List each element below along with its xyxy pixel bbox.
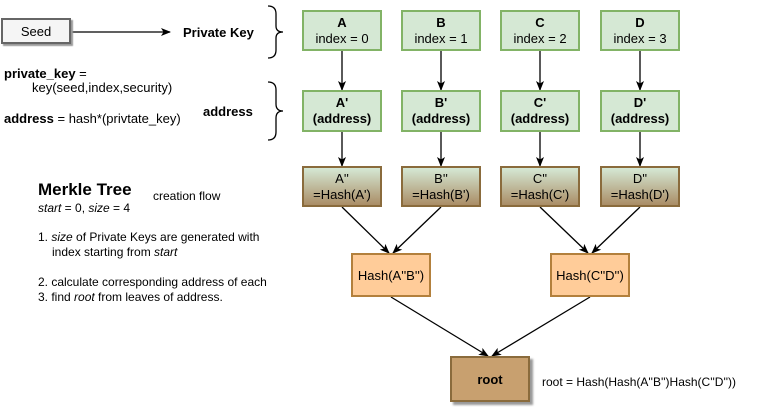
address-node-a: A' (address) [302,90,382,132]
leaf-name: A'' [335,170,349,186]
size-var: size [88,201,110,215]
merkle-subtitle: creation flow [153,189,221,203]
address-sub: (address) [411,111,471,126]
key-name: C [535,14,545,30]
private-key-label: Private Key [183,25,254,40]
address-expression: = hash*(privtate_key) [53,111,181,126]
step-3: 3. find root from leaves of address. [38,290,223,305]
leaf-hash: =Hash(C') [510,186,570,202]
arrow-a-leaf-hash [341,206,390,254]
arrow-d-leaf-hash [591,206,641,254]
address-sub: (address) [312,111,372,126]
step-1-line2-var: start [154,245,178,259]
step-1-line2: index starting from start [52,245,177,260]
hash-node-cd: Hash(C''D'') [550,253,630,297]
arrow-ab-root [390,296,489,357]
key-name: A [337,14,347,30]
leaf-hash: =Hash(B') [412,186,470,202]
address-name: B' [434,95,448,110]
leaf-node-a: A'' =Hash(A') [302,166,382,207]
step-1-var: size [51,230,73,244]
private-key-eq: = [75,66,87,81]
leaf-hash: =Hash(D') [610,186,670,202]
key-index: index = 2 [513,30,567,46]
root-node: root [450,356,530,402]
key-name: D [635,14,645,30]
address-name: address [4,111,54,126]
key-node-b: B index = 1 [401,10,481,51]
leaf-node-b: B'' =Hash(B') [401,166,481,207]
arrow-b-leaf-hash [392,206,442,254]
merkle-title: Merkle Tree [38,180,132,199]
key-node-c: C index = 2 [500,10,580,51]
address-name: A' [335,95,349,110]
key-name: B [436,14,446,30]
step-3-pre: 3. find [38,290,75,304]
address-name: C' [533,95,547,110]
arrow-c-leaf-hash [539,206,589,254]
step-1-num: 1. [38,230,52,244]
hash-label: Hash(C''D'') [556,267,624,283]
private-key-expression: key(seed,index,security) [32,80,173,95]
size-val: = 4 [109,201,131,215]
private-key-formula-line1: private_key = [4,66,87,82]
address-brace [267,81,284,141]
private-key-brace [267,5,284,59]
step-1: 1. size of Private Keys are generated wi… [38,230,259,245]
leaf-hash: =Hash(A') [313,186,371,202]
seed-node: Seed [1,18,71,44]
address-node-c: C' (address) [500,90,580,132]
address-formula: address = hash*(privtate_key) [4,111,181,127]
root-label: root [477,371,503,387]
key-index: index = 0 [315,30,369,46]
step-3-var: root [74,290,95,304]
step-1-rest: of Private Keys are generated with [72,230,260,244]
hash-node-ab: Hash(A''B'') [351,253,431,297]
address-sub: (address) [510,111,570,126]
address-name: D' [633,95,647,110]
address-node-b: B' (address) [401,90,481,132]
hash-label: Hash(A''B'') [357,267,425,283]
private-key-name: private_key [4,66,76,81]
seed-label: Seed [20,23,52,39]
leaf-name: C'' [532,170,548,186]
key-index: index = 1 [414,30,468,46]
leaf-node-c: C'' =Hash(C') [500,166,580,207]
arrow-cd-root [491,296,591,357]
step-2: 2. calculate corresponding address of ea… [38,275,267,289]
start-val: = 0, [61,201,89,215]
key-node-d: D index = 3 [600,10,680,51]
key-index: index = 3 [613,30,667,46]
step-1-line2-text: index starting from [52,245,155,259]
leaf-name: B'' [434,170,448,186]
start-var: start [38,201,62,215]
step-3-post: from leaves of address. [94,290,223,304]
leaf-node-d: D'' =Hash(D') [600,166,680,207]
address-label: address [203,104,253,119]
merkle-params: start = 0, size = 4 [38,201,130,216]
address-sub: (address) [610,111,670,126]
root-formula: root = Hash(Hash(A''B'')Hash(C''D'')) [542,375,737,389]
key-node-a: A index = 0 [302,10,382,51]
leaf-name: D'' [632,170,648,186]
address-node-d: D' (address) [600,90,680,132]
